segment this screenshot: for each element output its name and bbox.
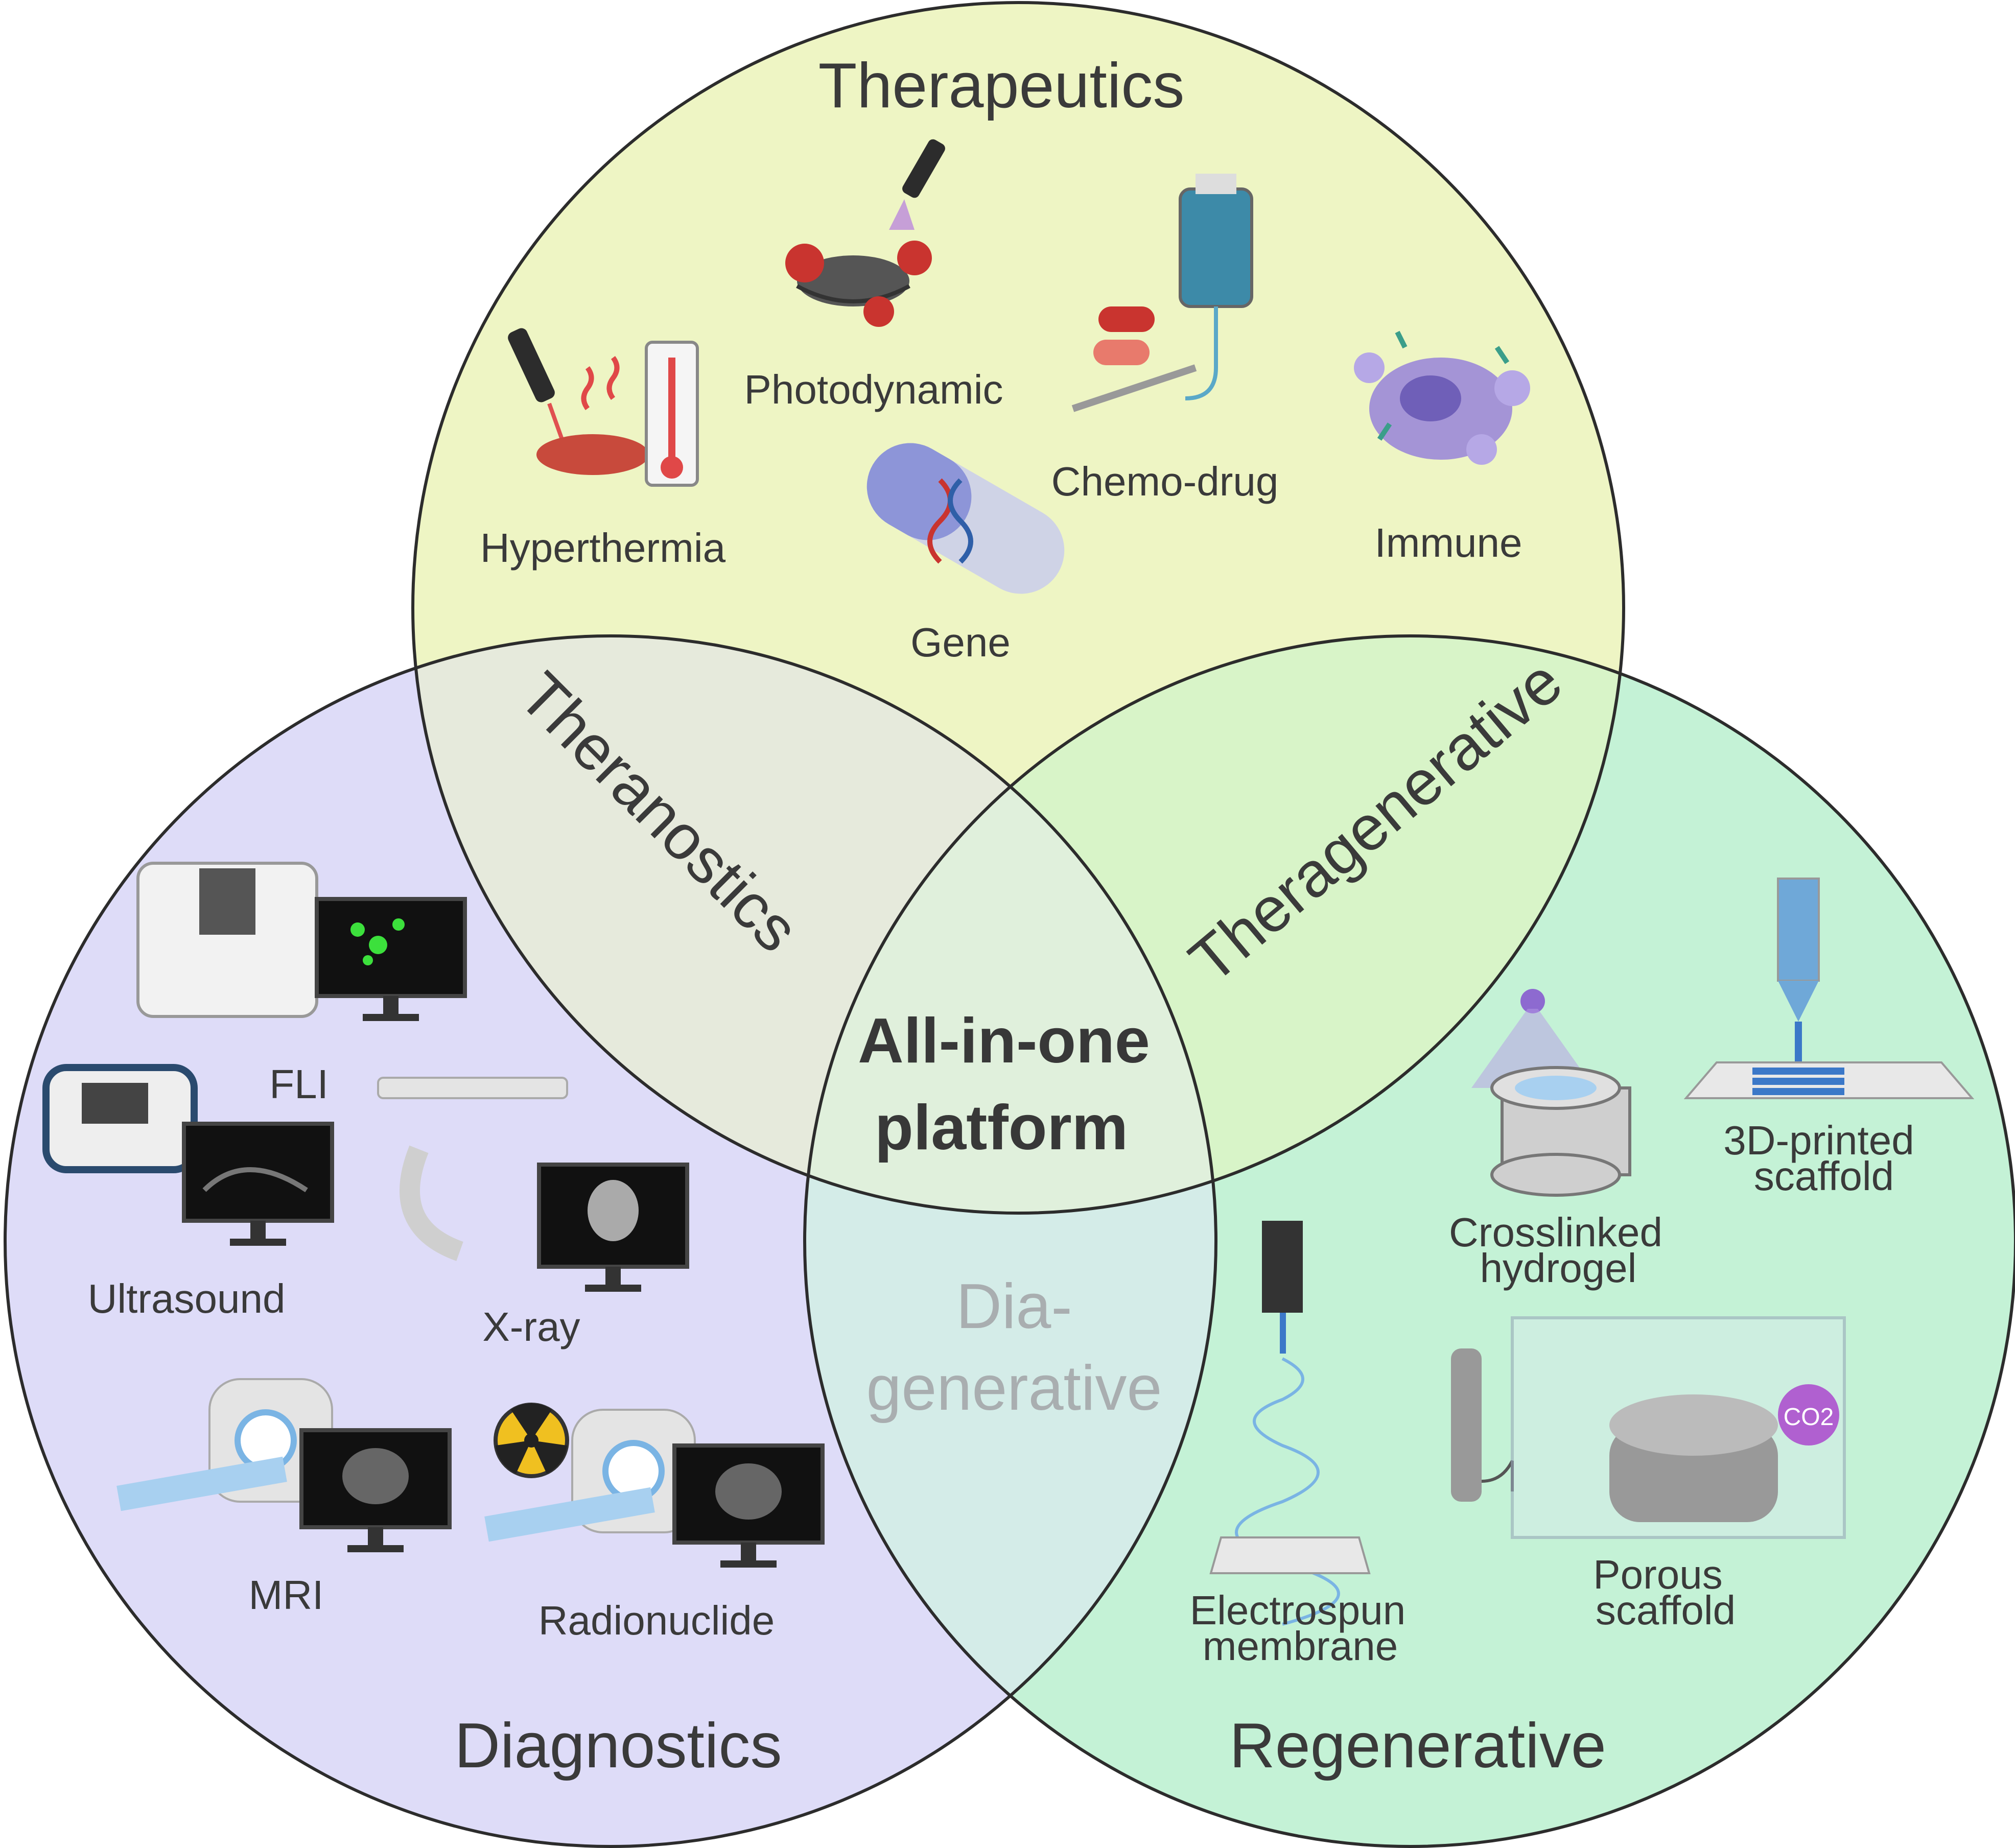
co2-label: CO2	[1784, 1404, 1834, 1431]
radionuclide-icon	[484, 1403, 825, 1568]
hydrogel-label-line1: Crosslinked	[1449, 1210, 1662, 1255]
diagenerative-label-line2: generative	[866, 1353, 1162, 1424]
3d-printed-label-line1: 3D-printed	[1723, 1118, 1914, 1163]
porous-label-line1: Porous	[1593, 1552, 1722, 1597]
hyperthermia-label: Hyperthermia	[480, 525, 726, 571]
electrospun-membrane-icon	[1209, 1221, 1371, 1626]
diagenerative-label-line1: Dia-	[956, 1271, 1072, 1342]
regenerative-title: Regenerative	[1229, 1711, 1606, 1781]
fli-label: FLI	[269, 1061, 329, 1107]
gene-label: Gene	[910, 620, 1011, 665]
center-label-line1: All-in-one	[858, 1006, 1150, 1076]
center-label-line2: platform	[875, 1093, 1128, 1163]
diagnostics-title: Diagnostics	[455, 1711, 782, 1781]
porous-label-line2: scaffold	[1596, 1588, 1736, 1633]
xray-label: X-ray	[482, 1304, 580, 1349]
electrospun-label-line2: membrane	[1203, 1623, 1398, 1669]
therapeutics-outline	[411, 1, 1625, 1215]
porous-scaffold-icon: CO2	[1451, 1316, 1846, 1539]
crosslinked-hydrogel-icon	[1471, 989, 1631, 1197]
gene-icon	[866, 443, 1065, 594]
3d-printed-scaffold-icon	[1683, 878, 1975, 1099]
ultrasound-icon	[42, 1064, 334, 1246]
photodynamic-icon	[785, 139, 945, 327]
xray-icon	[377, 1077, 689, 1292]
therapeutics-title: Therapeutics	[818, 51, 1185, 121]
immune-label: Immune	[1375, 520, 1522, 565]
photodynamic-label: Photodynamic	[744, 367, 1003, 412]
fli-icon	[136, 862, 467, 1021]
radionuclide-label: Radionuclide	[538, 1598, 775, 1643]
mri-icon	[116, 1378, 452, 1552]
ultrasound-label: Ultrasound	[88, 1276, 286, 1321]
regenerative-outline	[803, 634, 2015, 1848]
immune-icon	[1354, 330, 1530, 465]
hyperthermia-icon	[508, 328, 699, 487]
chemo-drug-icon	[1071, 174, 1253, 412]
hydrogel-label-line2: hydrogel	[1480, 1245, 1637, 1291]
electrospun-label-line1: Electrospun	[1190, 1588, 1405, 1633]
diagnostics-outline	[4, 634, 1217, 1848]
chemo-drug-label: Chemo-drug	[1051, 459, 1279, 504]
mri-label: MRI	[249, 1572, 324, 1618]
3d-printed-label-line2: scaffold	[1754, 1153, 1894, 1199]
